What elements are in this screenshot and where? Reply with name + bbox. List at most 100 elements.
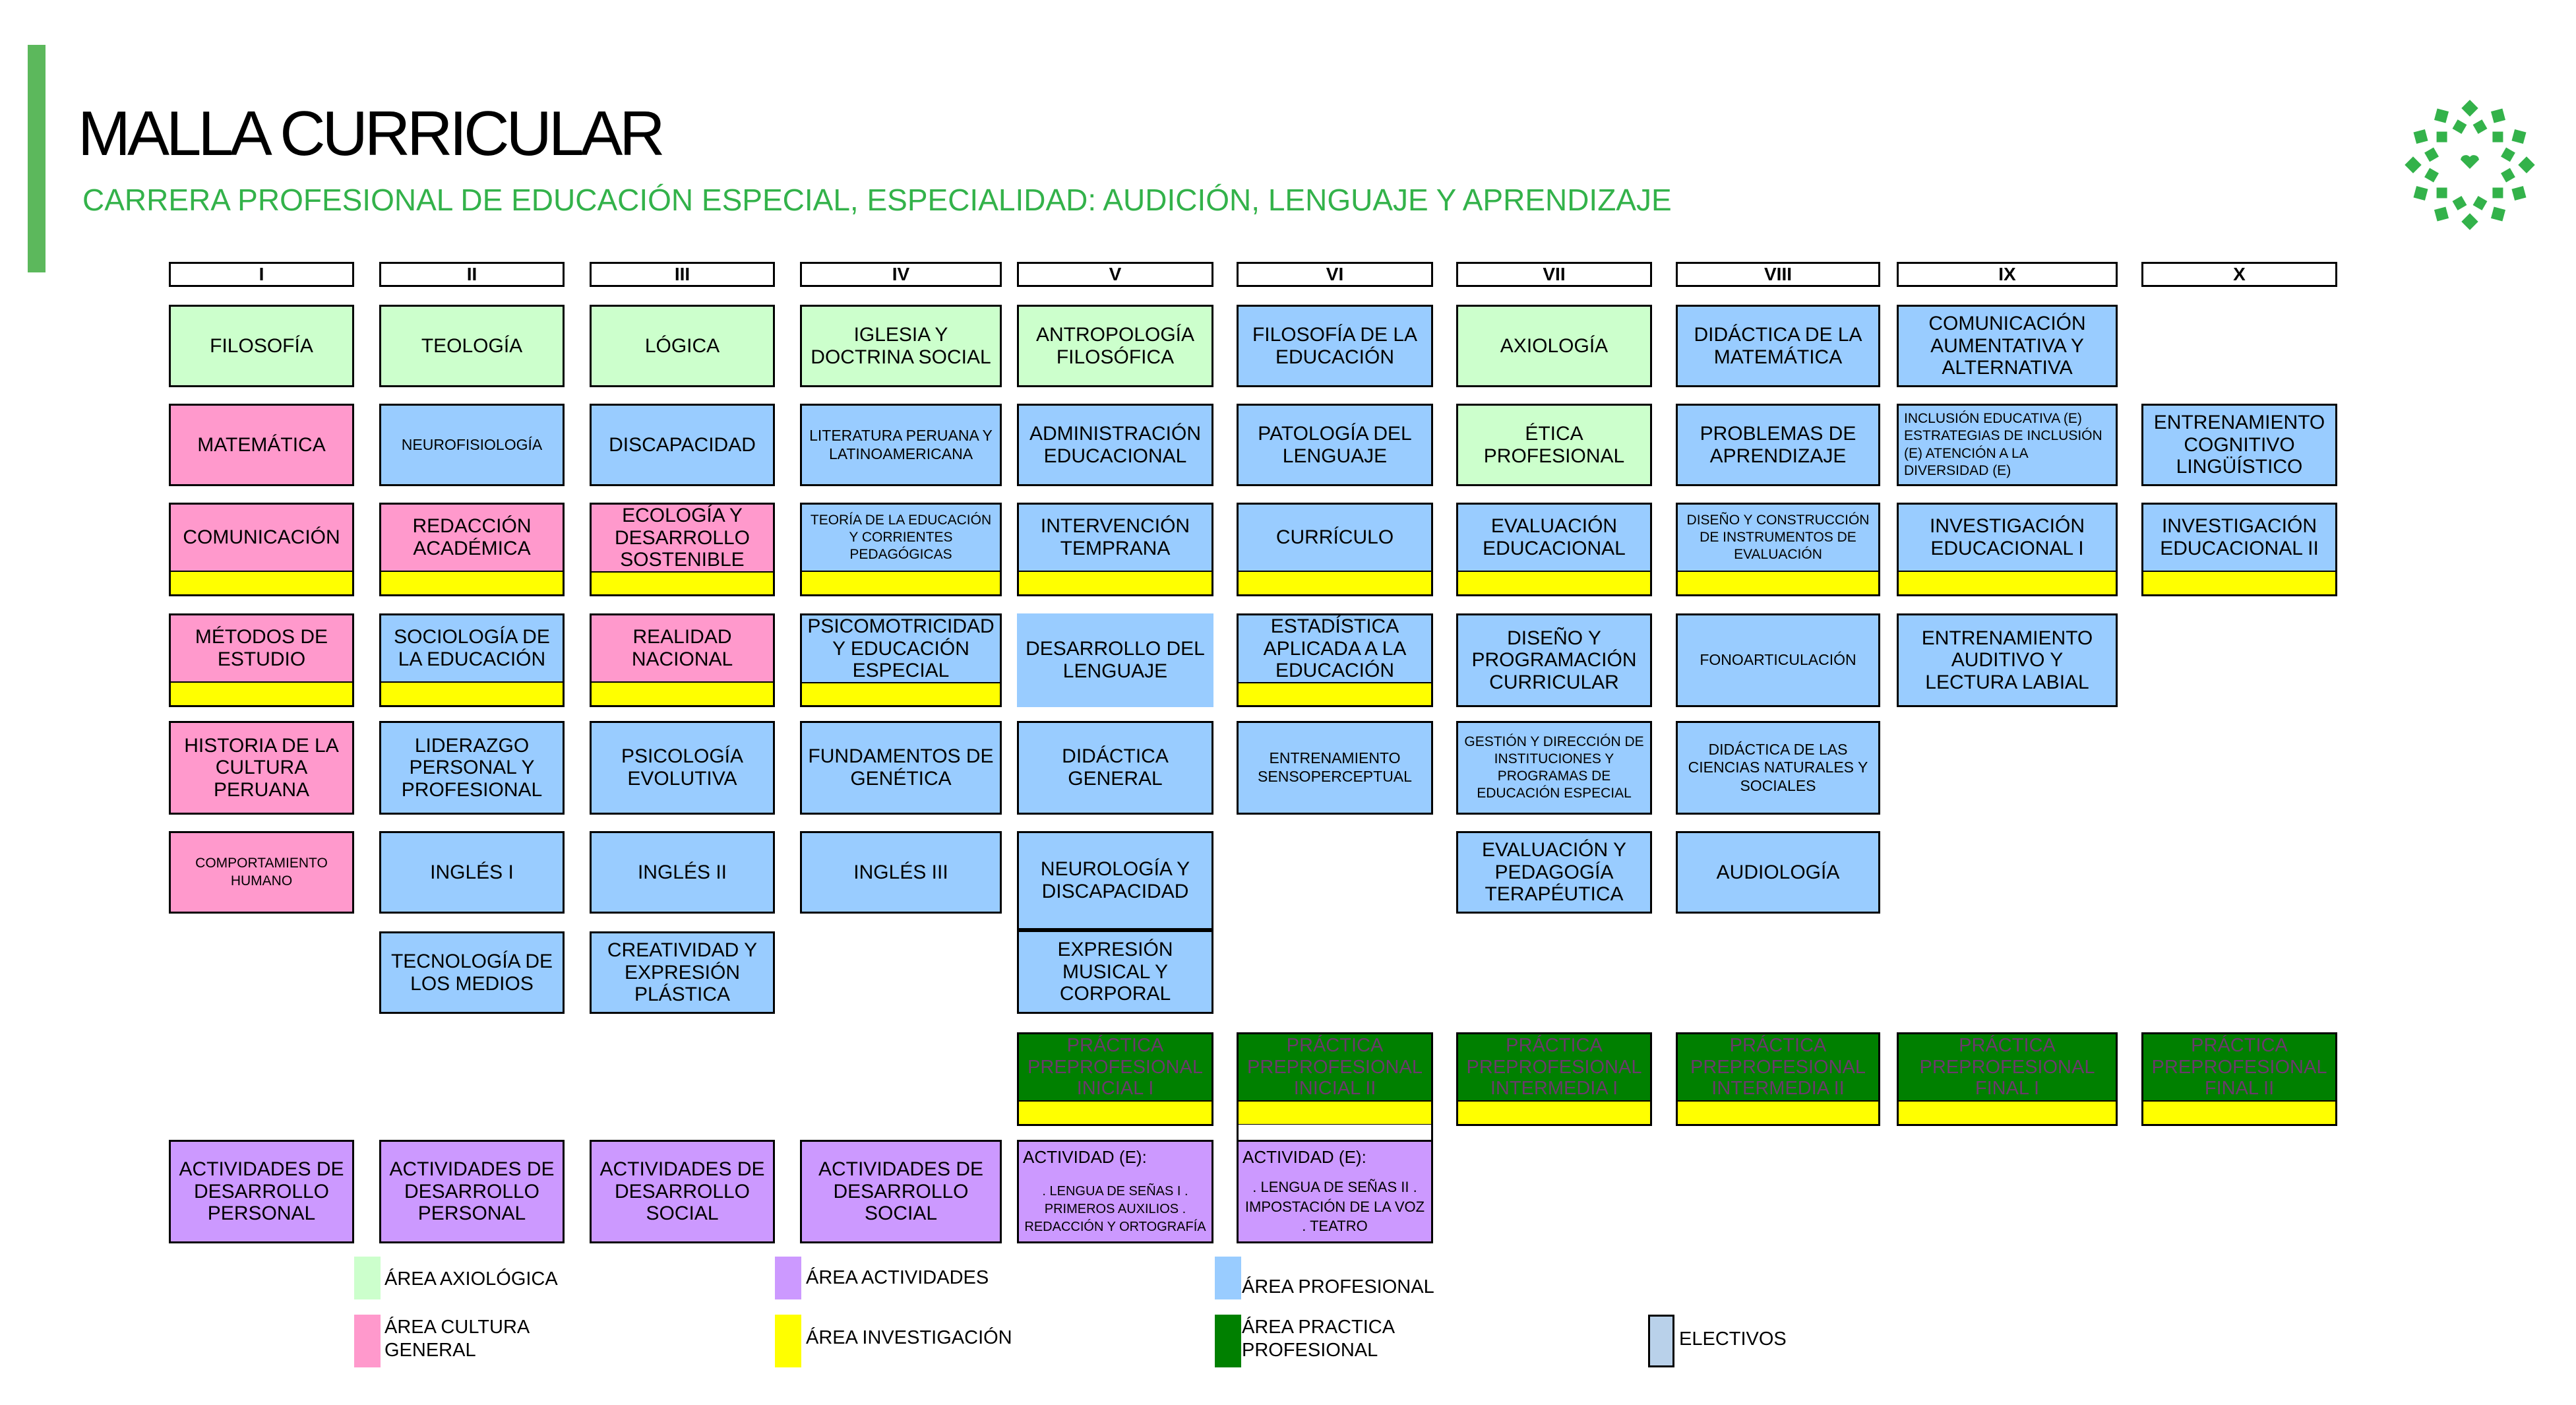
legend-swatch-actividades: [775, 1257, 801, 1299]
course-historia-cultura-peruana[interactable]: HISTORIA DE LA CULTURA PERUANA: [169, 721, 354, 815]
course-entrenamiento-auditivo[interactable]: ENTRENAMIENTO AUDITIVO Y LECTURA LABIAL: [1897, 613, 2118, 707]
course-logica[interactable]: LÓGICA: [590, 305, 775, 387]
course-audiologia[interactable]: AUDIOLOGÍA: [1676, 831, 1880, 914]
course-practica-intermedia-ii[interactable]: PRÁCTICA PREPROFESIONAL INTERMEDIA II: [1676, 1032, 1880, 1126]
research-strip: [1239, 1100, 1431, 1124]
course-evaluacion-pedagogia[interactable]: EVALUACIÓN Y PEDAGOGÍA TERAPÉUTICA: [1456, 831, 1652, 914]
course-fundamentos-genetica[interactable]: FUNDAMENTOS DE GENÉTICA: [800, 721, 1002, 815]
course-metodos-de-estudio[interactable]: MÉTODOS DE ESTUDIO: [169, 613, 354, 707]
course-entrenamiento-cognitivo[interactable]: ENTRENAMIENTO COGNITIVO LINGÜÍSTICO: [2141, 404, 2337, 486]
course-ecologia[interactable]: ECOLOGÍA Y DESARROLLO SOSTENIBLE: [590, 503, 775, 596]
accent-bar: [28, 45, 46, 272]
course-actividades-desarrollo-personal-i[interactable]: ACTIVIDADES DE DESARROLLO PERSONAL: [169, 1140, 354, 1243]
research-strip: [1019, 571, 1211, 594]
legend-label-actividades: ÁREA ACTIVIDADES: [806, 1267, 989, 1288]
course-teologia[interactable]: TEOLOGÍA: [379, 305, 565, 387]
legend-swatch-practica: [1215, 1315, 1241, 1367]
course-antropologia-filosofica[interactable]: ANTROPOLOGÍA FILOSÓFICA: [1017, 305, 1213, 387]
course-literatura-peruana[interactable]: LITERATURA PERUANA Y LATINOAMERICANA: [800, 404, 1002, 486]
research-strip: [592, 571, 773, 594]
course-inclusion-educativa[interactable]: INCLUSIÓN EDUCATIVA (E) ESTRATEGIAS DE I…: [1897, 404, 2118, 486]
research-strip: [592, 681, 773, 705]
course-actividades-desarrollo-social-iv[interactable]: ACTIVIDADES DE DESARROLLO SOCIAL: [800, 1140, 1002, 1243]
legend-label-electivos: ELECTIVOS: [1679, 1328, 1787, 1350]
course-tecnologia-medios[interactable]: TECNOLOGÍA DE LOS MEDIOS: [379, 931, 565, 1014]
course-evaluacion-educacional[interactable]: EVALUACIÓN EDUCACIONAL: [1456, 503, 1652, 596]
course-didactica-general[interactable]: DIDÁCTICA GENERAL: [1017, 721, 1213, 815]
semester-header-x: X: [2141, 262, 2337, 287]
research-strip: [2143, 571, 2335, 594]
course-practica-final-i[interactable]: PRÁCTICA PREPROFESIONAL FINAL I: [1897, 1032, 2118, 1126]
green-leaf-wreath-logo-icon: [2405, 100, 2535, 230]
semester-header-viii: VIII: [1676, 262, 1880, 287]
semester-header-iv: IV: [800, 262, 1002, 287]
course-curriculo[interactable]: CURRÍCULO: [1237, 503, 1433, 596]
legend-swatch-investigacion: [775, 1315, 801, 1367]
course-iglesia-doctrina-social[interactable]: IGLESIA Y DOCTRINA SOCIAL: [800, 305, 1002, 387]
course-practica-inicial-i[interactable]: PRÁCTICA PREPROFESIONAL INICIAL I: [1017, 1032, 1213, 1126]
course-actividades-desarrollo-social-iii[interactable]: ACTIVIDADES DE DESARROLLO SOCIAL: [590, 1140, 775, 1243]
semester-header-v: V: [1017, 262, 1213, 287]
semester-header-ix: IX: [1897, 262, 2118, 287]
course-matematica[interactable]: MATEMÁTICA: [169, 404, 354, 486]
course-ingles-iii[interactable]: INGLÉS III: [800, 831, 1002, 914]
legend-swatch-profesional: [1215, 1257, 1241, 1299]
course-creatividad[interactable]: CREATIVIDAD Y EXPRESIÓN PLÁSTICA: [590, 931, 775, 1014]
course-neurofisiologia[interactable]: NEUROFISIOLOGÍA: [379, 404, 565, 486]
course-liderazgo[interactable]: LIDERAZGO PERSONAL Y PROFESIONAL: [379, 721, 565, 815]
course-expresion-musical[interactable]: EXPRESIÓN MUSICAL Y CORPORAL: [1017, 930, 1213, 1014]
course-redaccion-academica[interactable]: REDACCIÓN ACADÉMICA: [379, 503, 565, 596]
course-psicologia-evolutiva[interactable]: PSICOLOGÍA EVOLUTIVA: [590, 721, 775, 815]
course-filosofia[interactable]: FILOSOFÍA: [169, 305, 354, 387]
elective-activities-v[interactable]: ACTIVIDAD (E): . LENGUA DE SEÑAS I . PRI…: [1017, 1140, 1213, 1243]
course-administracion-educacional[interactable]: ADMINISTRACIÓN EDUCACIONAL: [1017, 404, 1213, 486]
research-strip: [171, 681, 352, 705]
course-investigacion-educacional-ii[interactable]: INVESTIGACIÓN EDUCACIONAL II: [2141, 503, 2337, 596]
course-diseno-programacion[interactable]: DISEÑO Y PROGRAMACIÓN CURRICULAR: [1456, 613, 1652, 707]
research-strip: [1019, 1100, 1211, 1124]
legend-label-practica: ÁREA PRACTICA PROFESIONAL: [1242, 1317, 1394, 1361]
course-estadistica[interactable]: ESTADÍSTICA APLICADA A LA EDUCACIÓN: [1237, 613, 1433, 707]
course-practica-inicial-ii[interactable]: PRÁCTICA PREPROFESIONAL INICIAL II: [1237, 1032, 1433, 1126]
course-gestion-direccion[interactable]: GESTIÓN Y DIRECCIÓN DE INSTITUCIONES Y P…: [1456, 721, 1652, 815]
semester-header-vii: VII: [1456, 262, 1652, 287]
course-comunicacion-aumentativa[interactable]: COMUNICACIÓN AUMENTATIVA Y ALTERNATIVA: [1897, 305, 2118, 387]
course-desarrollo-lenguaje[interactable]: DESARROLLO DEL LENGUAJE: [1017, 613, 1213, 707]
course-didactica-ciencias[interactable]: DIDÁCTICA DE LAS CIENCIAS NATURALES Y SO…: [1676, 721, 1880, 815]
course-psicomotricidad[interactable]: PSICOMOTRICIDAD Y EDUCACIÓN ESPECIAL: [800, 613, 1002, 707]
course-patologia-lenguaje[interactable]: PATOLOGÍA DEL LENGUAJE: [1237, 404, 1433, 486]
course-comportamiento-humano[interactable]: COMPORTAMIENTO HUMANO: [169, 831, 354, 914]
course-comunicacion[interactable]: COMUNICACIÓN: [169, 503, 354, 596]
course-teoria-educacion[interactable]: TEORÍA DE LA EDUCACIÓN Y CORRIENTES PEDA…: [800, 503, 1002, 596]
legend-label-investigacion: ÁREA INVESTIGACIÓN: [806, 1327, 1012, 1348]
course-realidad-nacional[interactable]: REALIDAD NACIONAL: [590, 613, 775, 707]
course-axiologia[interactable]: AXIOLOGÍA: [1456, 305, 1652, 387]
course-discapacidad[interactable]: DISCAPACIDAD: [590, 404, 775, 486]
course-sociologia-educacion[interactable]: SOCIOLOGÍA DE LA EDUCACIÓN: [379, 613, 565, 707]
page-title: MALLA CURRICULAR: [78, 98, 665, 169]
course-ingles-i[interactable]: INGLÉS I: [379, 831, 565, 914]
research-strip: [1458, 571, 1650, 594]
course-intervencion-temprana[interactable]: INTERVENCIÓN TEMPRANA: [1017, 503, 1213, 596]
course-diseno-instrumentos[interactable]: DISEÑO Y CONSTRUCCIÓN DE INSTRUMENTOS DE…: [1676, 503, 1880, 596]
course-actividades-desarrollo-personal-ii[interactable]: ACTIVIDADES DE DESARROLLO PERSONAL: [379, 1140, 565, 1243]
course-entrenamiento-sensoperceptual[interactable]: ENTRENAMIENTO SENSOPERCEPTUAL: [1237, 721, 1433, 815]
elective-activities-vi[interactable]: ACTIVIDAD (E): . LENGUA DE SEÑAS II . IM…: [1237, 1140, 1433, 1243]
legend-swatch-electivos: [1648, 1315, 1674, 1367]
course-filosofia-educacion[interactable]: FILOSOFÍA DE LA EDUCACIÓN: [1237, 305, 1433, 387]
legend-swatch-cultura: [354, 1315, 381, 1367]
course-etica-profesional[interactable]: ÉTICA PROFESIONAL: [1456, 404, 1652, 486]
course-practica-final-ii[interactable]: PRÁCTICA PREPROFESIONAL FINAL II: [2141, 1032, 2337, 1126]
course-ingles-ii[interactable]: INGLÉS II: [590, 831, 775, 914]
course-neurologia-discapacidad[interactable]: NEUROLOGÍA Y DISCAPACIDAD: [1017, 831, 1213, 930]
course-didactica-matematica[interactable]: DIDÁCTICA DE LA MATEMÁTICA: [1676, 305, 1880, 387]
course-problemas-aprendizaje[interactable]: PROBLEMAS DE APRENDIZAJE: [1676, 404, 1880, 486]
research-strip: [2143, 1100, 2335, 1124]
research-strip: [381, 681, 563, 705]
research-strip: [1899, 1100, 2116, 1124]
semester-header-ii: II: [379, 262, 565, 287]
semester-header-iii: III: [590, 262, 775, 287]
course-fonoarticulacion[interactable]: FONOARTICULACIÓN: [1676, 613, 1880, 707]
course-investigacion-educacional-i[interactable]: INVESTIGACIÓN EDUCACIONAL I: [1897, 503, 2118, 596]
course-practica-intermedia-i[interactable]: PRÁCTICA PREPROFESIONAL INTERMEDIA I: [1456, 1032, 1652, 1126]
